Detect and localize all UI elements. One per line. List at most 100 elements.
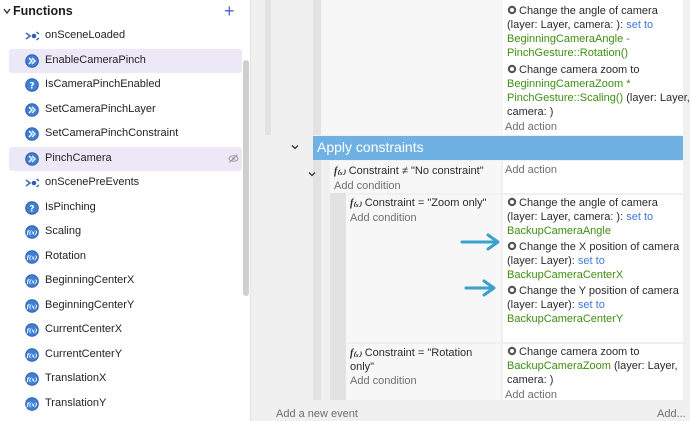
function-item[interactable]: f(x)Scaling: [9, 220, 242, 244]
function-item[interactable]: f(x) BeginningCenterY: [9, 294, 242, 318]
expression-value: BeginningCameraAngle -: [507, 33, 630, 45]
action-args: PinchGesture::Scaling() (layer: Layer,: [507, 91, 690, 106]
event-3-actions[interactable]: [503, 344, 683, 400]
events-sheet: Change the angle of camera (layer: Layer…: [251, 0, 690, 421]
action-args-text: (layer: Layer,: [626, 92, 690, 104]
expression-function-icon: f(x): [24, 298, 40, 314]
action-args-text: (layer: Layer, camera: ):: [507, 211, 624, 223]
function-item[interactable]: f(x)CurrentCenterY: [9, 343, 242, 367]
action-text: Change the X position of camera: [519, 241, 680, 253]
expression-value: BackupCameraCenterX: [507, 269, 624, 281]
function-item[interactable]: onScenePreEvents: [9, 171, 242, 195]
add-more-button[interactable]: Add...: [657, 408, 686, 420]
function-item[interactable]: SetCameraPinchConstraint: [9, 122, 242, 146]
operator-set-to: set to: [577, 255, 605, 267]
function-item-label: IsPinching: [45, 200, 96, 213]
add-action-link[interactable]: Add action: [505, 389, 557, 401]
camera-icon: [507, 64, 517, 74]
function-item[interactable]: f(x)BeginningCenterX: [9, 269, 242, 293]
sidebar-scrollbar[interactable]: [243, 60, 249, 296]
sheet-gutter: [251, 0, 313, 421]
svg-text:f(x): f(x): [26, 401, 38, 408]
add-condition-link[interactable]: Add condition: [350, 375, 417, 387]
function-item[interactable]: SetCameraPinchLayer: [9, 98, 242, 122]
operator-set-to: set to: [577, 299, 605, 311]
condition-function-icon: ?: [24, 200, 40, 216]
function-item[interactable]: onSceneLoaded: [9, 24, 242, 48]
action-args-text: (layer: Layer, camera: ):: [507, 19, 624, 31]
function-item[interactable]: EnableCameraPinch: [9, 48, 242, 73]
action-args: camera: ): [507, 374, 554, 386]
expression-function-icon: f(x): [24, 273, 40, 289]
condition-constraint-not-none[interactable]: f₍ₓ₎ Constraint ≠ "No constraint": [334, 164, 484, 180]
condition-rotation-only[interactable]: f₍ₓ₎ Constraint = "Rotation: [350, 346, 472, 362]
function-item[interactable]: ? IsPinching: [9, 196, 242, 220]
condition-function-icon: ?: [24, 77, 40, 93]
condition-text: only": [350, 361, 375, 373]
action-function-icon: [24, 126, 40, 142]
function-item[interactable]: f(x) TranslationX: [9, 367, 242, 391]
top-event-actions[interactable]: [503, 0, 683, 135]
condition-zoom-only[interactable]: f₍ₓ₎ Constraint = "Zoom only": [350, 196, 487, 212]
action-change-angle[interactable]: Change the angle of camera: [507, 4, 658, 19]
action-change-zoom[interactable]: Change camera zoom to: [507, 345, 639, 360]
function-item[interactable]: ? IsCameraPinchEnabled: [9, 73, 242, 97]
chevron-down-icon[interactable]: [291, 143, 299, 151]
add-function-button[interactable]: +: [224, 1, 235, 21]
expression-value: BeginningCameraZoom *: [507, 78, 631, 90]
add-condition-link[interactable]: Add condition: [334, 180, 401, 192]
function-item[interactable]: f(x) Rotation: [9, 245, 242, 269]
function-item[interactable]: PinchCamera: [9, 146, 242, 171]
top-event-conditions[interactable]: [321, 0, 503, 135]
action-change-x-position[interactable]: Change the X position of camera: [507, 240, 679, 255]
event-1-actions[interactable]: [503, 161, 683, 193]
scene-event-icon: [24, 175, 40, 191]
arrow-annotation-icon: [464, 279, 496, 297]
function-item-label: Rotation: [45, 249, 86, 262]
expression-value: PinchGesture::Rotation(): [507, 47, 629, 59]
condition-text: Constraint = "Rotation: [364, 347, 473, 359]
chevron-down-icon[interactable]: [308, 170, 316, 178]
function-item[interactable]: f(x)CurrentCenterX: [9, 318, 242, 342]
action-change-y-position[interactable]: Change the Y position of camera: [507, 284, 679, 299]
add-action-link[interactable]: Add action: [505, 164, 557, 176]
action-args: (layer: Layer): set to: [507, 298, 605, 313]
add-condition-link[interactable]: Add condition: [350, 212, 417, 224]
svg-text:f(x): f(x): [26, 352, 38, 359]
function-item-label: BeginningCenterY: [45, 298, 135, 311]
svg-text:f(x): f(x): [26, 254, 38, 261]
indent-rail: [265, 0, 271, 135]
action-args: (layer: Layer, camera: ): set to: [507, 210, 653, 225]
camera-icon: [507, 285, 517, 295]
action-change-angle[interactable]: Change the angle of camera: [507, 196, 658, 211]
expression-function-icon: f(x): [24, 322, 40, 338]
function-item-label: IsCameraPinchEnabled: [45, 78, 161, 90]
event-2-conditions[interactable]: [346, 195, 501, 342]
functions-header[interactable]: Functions +: [0, 0, 250, 24]
operator-set-to: set to: [626, 211, 654, 223]
svg-text:f(x): f(x): [26, 230, 38, 237]
function-item-label: SetCameraPinchLayer: [45, 102, 156, 115]
function-item[interactable]: f(x)TranslationY: [9, 392, 242, 416]
condition-text: Constraint ≠ "No constraint": [348, 165, 484, 177]
function-icon: f₍ₓ₎: [350, 198, 362, 209]
action-change-zoom[interactable]: Change camera zoom to: [507, 63, 639, 78]
expression-function-icon: f(x): [24, 371, 40, 387]
action-text: Change the Y position of camera: [519, 285, 679, 297]
action-args-text: (layer: Layer,: [614, 360, 678, 372]
group-title: Apply constraints: [317, 139, 424, 155]
add-action-link[interactable]: Add action: [505, 121, 557, 133]
event-1-conditions[interactable]: [330, 161, 501, 193]
condition-text: Constraint = "Zoom only": [364, 197, 487, 209]
event-2-actions[interactable]: [503, 195, 683, 342]
add-new-event-button[interactable]: Add a new event: [276, 408, 358, 420]
expression-function-icon: f(x): [24, 249, 40, 265]
function-item-label: TranslationX: [45, 372, 107, 384]
hidden-eye-icon[interactable]: [228, 153, 239, 164]
scene-event-icon: [24, 28, 40, 44]
action-args-text: (layer: Layer):: [507, 299, 575, 311]
chevron-down-icon[interactable]: [3, 6, 11, 16]
group-apply-constraints[interactable]: Apply constraints: [313, 136, 683, 160]
event-3-conditions[interactable]: [346, 344, 501, 400]
svg-text:f(x): f(x): [26, 377, 38, 384]
